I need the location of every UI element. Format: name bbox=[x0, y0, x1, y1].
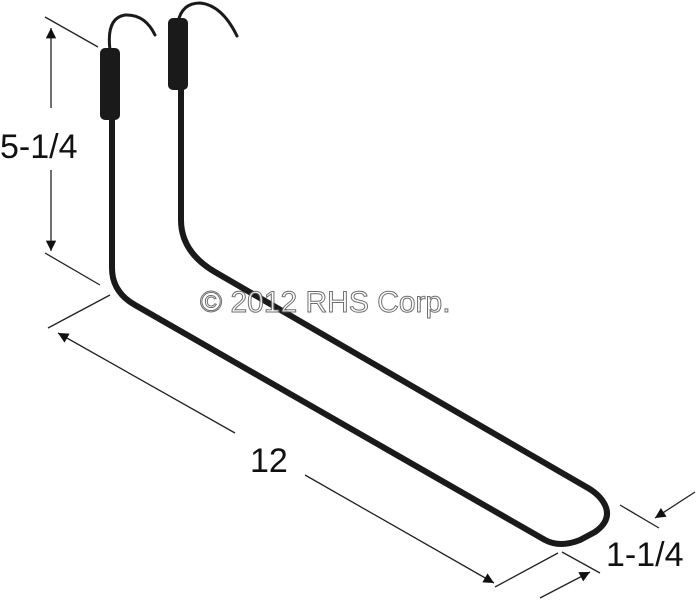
element-tube bbox=[109, 82, 610, 547]
height-label: 5-1/4 bbox=[0, 128, 78, 166]
copyright-watermark: © 2012 RHS Corp. bbox=[200, 286, 451, 319]
height-dimension bbox=[44, 16, 101, 286]
lead-wires bbox=[107, 1, 239, 52]
left-lead-wire bbox=[107, 13, 157, 52]
heating-element bbox=[109, 82, 610, 547]
width-dimension bbox=[539, 491, 696, 599]
length-label: 12 bbox=[250, 442, 288, 480]
right-lead-wire bbox=[176, 1, 239, 38]
length-dimension bbox=[47, 294, 559, 588]
width-label: 1-1/4 bbox=[606, 536, 684, 574]
left-terminal-sleeve bbox=[100, 48, 120, 120]
right-terminal-sleeve bbox=[168, 18, 188, 90]
